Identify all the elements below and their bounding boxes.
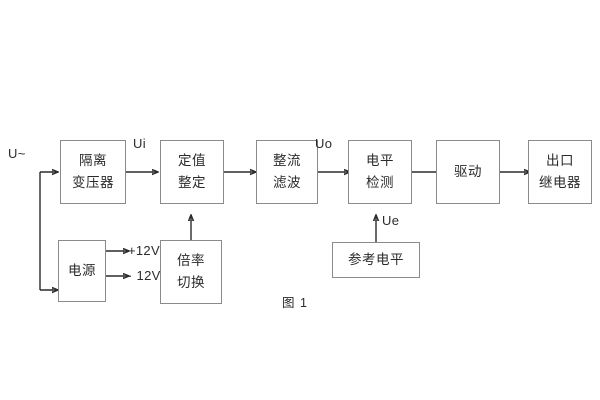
label-input-u: U~ [8,146,26,161]
block-rectify-filter[interactable]: 整流 滤波 [256,140,318,204]
block-multiplier-switch-line2: 切换 [177,275,205,290]
label-ui: Ui [133,136,146,151]
block-level-detection-line1: 电平 [366,152,394,168]
block-setting-value-line1: 定值 [178,152,206,168]
block-multiplier-switch-line1: 倍率 [177,252,205,268]
block-level-detection-line2: 检测 [366,175,394,190]
block-setting-value-line2: 整定 [178,175,206,190]
label-positive-12v: +12V [128,243,160,258]
block-isolation-transformer[interactable]: 隔离 变压器 [60,140,126,204]
block-drive-line1: 驱动 [454,163,482,179]
block-output-relay[interactable]: 出口 继电器 [528,140,592,204]
block-rectify-filter-line2: 滤波 [273,175,301,190]
label-ue: Ue [382,213,400,228]
block-drive[interactable]: 驱动 [436,140,500,204]
block-setting-value[interactable]: 定值 整定 [160,140,224,204]
block-level-detection[interactable]: 电平 检测 [348,140,412,204]
block-rectify-filter-line1: 整流 [273,152,301,168]
block-isolation-transformer-line1: 隔离 [79,152,107,168]
label-uo: Uo [315,136,333,151]
block-isolation-transformer-line2: 变压器 [72,175,114,190]
block-multiplier-switch[interactable]: 倍率 切换 [160,240,222,304]
figure-caption: 图 1 [282,296,308,310]
block-reference-level[interactable]: 参考电平 [332,242,420,278]
label-negative-12v: · 12V [128,268,161,283]
block-output-relay-line2: 继电器 [539,175,581,190]
block-power-supply[interactable]: 电源 [58,240,106,302]
block-output-relay-line1: 出口 [546,152,574,168]
block-reference-level-line1: 参考电平 [348,251,404,267]
block-power-supply-line1: 电源 [68,262,96,278]
